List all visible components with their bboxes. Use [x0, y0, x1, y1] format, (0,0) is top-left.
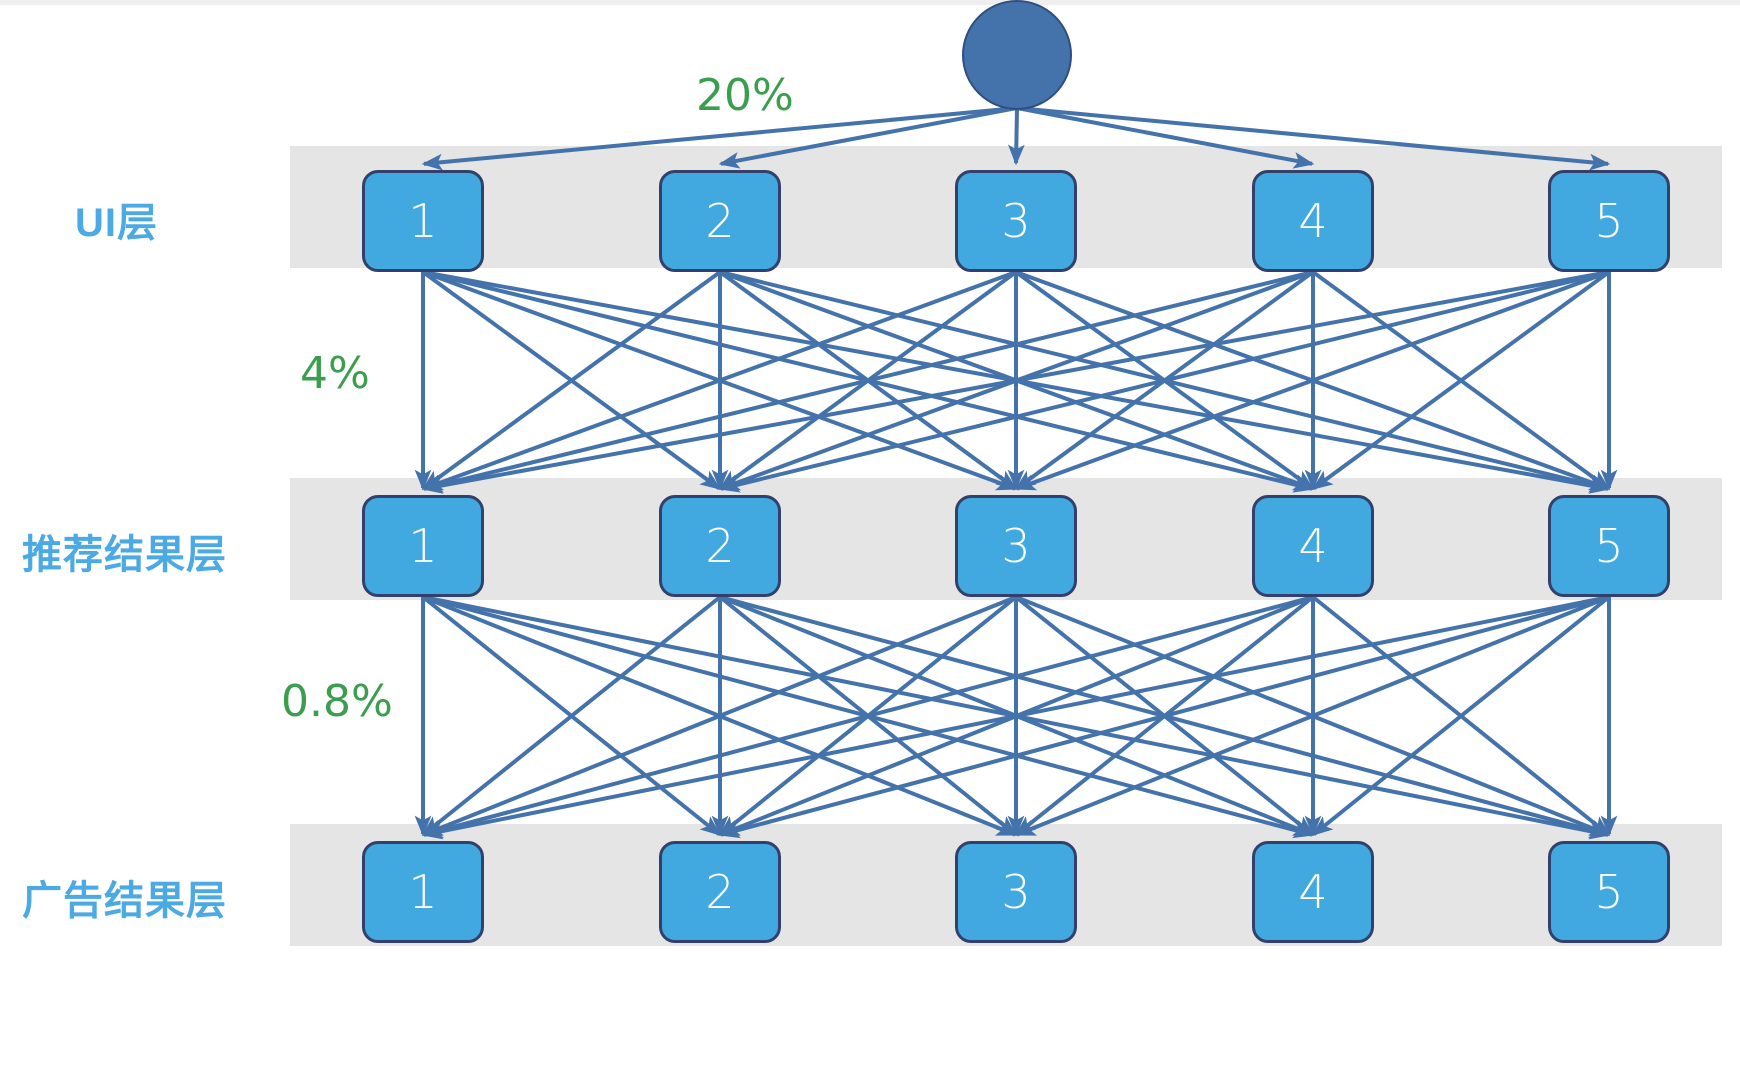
edges-recommend-to-ad [414, 595, 1618, 840]
layer-label-ui: UI层 [75, 201, 158, 245]
node-ad-3[interactable]: 3 [955, 841, 1077, 943]
node-recommend-5[interactable]: 5 [1548, 495, 1670, 597]
node-ui-5[interactable]: 5 [1548, 170, 1670, 272]
ui-to-recommend-rate: 4% [300, 348, 370, 399]
node-recommend-3[interactable]: 3 [955, 495, 1077, 597]
node-ui-1[interactable]: 1 [362, 170, 484, 272]
node-ad-2[interactable]: 2 [659, 841, 781, 943]
node-ad-4[interactable]: 4 [1252, 841, 1374, 943]
node-recommend-4[interactable]: 4 [1252, 495, 1374, 597]
recommend-to-ad-rate: 0.8% [281, 676, 393, 727]
node-recommend-1[interactable]: 1 [362, 495, 484, 597]
layer-label-recommend: 推荐结果层 [22, 533, 227, 577]
node-ad-5[interactable]: 5 [1548, 841, 1670, 943]
node-ui-3[interactable]: 3 [955, 170, 1077, 272]
node-ui-2[interactable]: 2 [659, 170, 781, 272]
node-recommend-2[interactable]: 2 [659, 495, 781, 597]
top-divider [0, 0, 1740, 5]
layer-label-ad: 广告结果层 [22, 879, 227, 923]
edges-ui-to-recommend [414, 270, 1618, 494]
root-node[interactable] [962, 0, 1072, 110]
root-to-ui-rate: 20% [696, 70, 794, 121]
node-ui-4[interactable]: 4 [1252, 170, 1374, 272]
node-ad-1[interactable]: 1 [362, 841, 484, 943]
